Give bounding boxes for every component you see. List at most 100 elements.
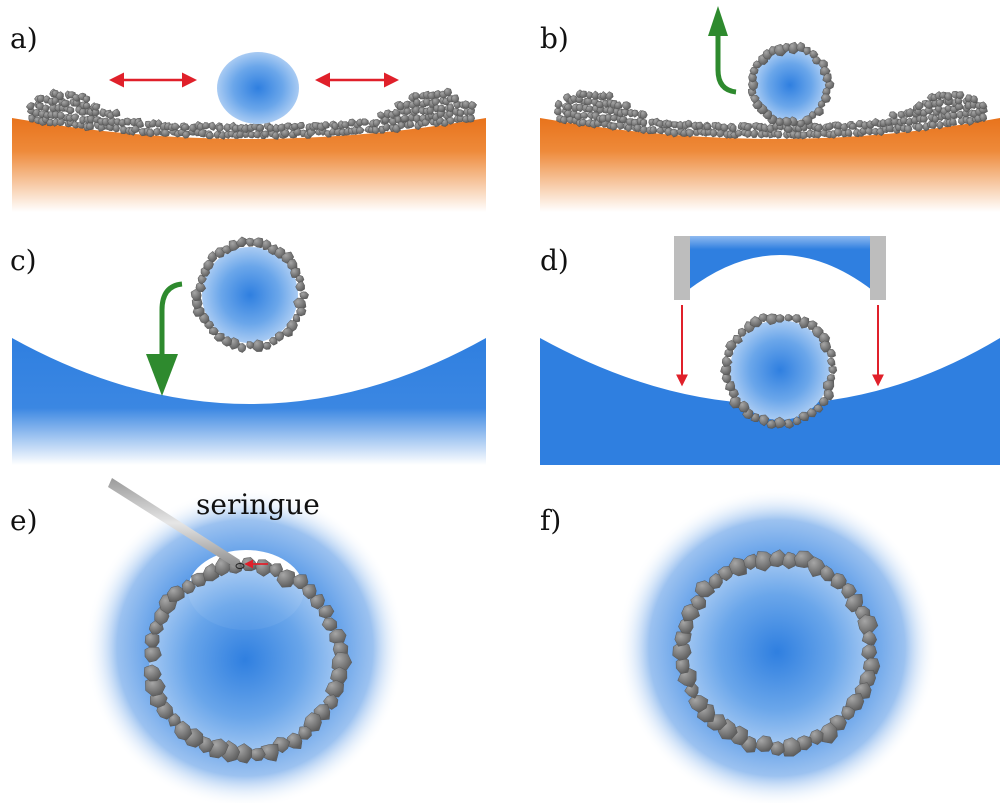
grain [433, 90, 442, 99]
grain [813, 106, 824, 117]
grain [761, 123, 769, 133]
grain [844, 128, 853, 137]
grain [299, 291, 309, 300]
grain [888, 111, 898, 120]
grain [286, 732, 303, 749]
grain [446, 103, 455, 113]
grain [235, 236, 247, 248]
grain [407, 120, 415, 129]
grain [813, 404, 824, 413]
grain [884, 118, 893, 126]
grain [729, 123, 737, 133]
grain [655, 119, 665, 129]
panel-e: e) seringue [10, 478, 405, 803]
grain [321, 617, 338, 632]
grain [828, 366, 838, 374]
grain [329, 629, 347, 645]
grain [819, 722, 838, 744]
grain [135, 119, 144, 128]
grain [955, 91, 965, 99]
grain [639, 110, 648, 120]
grain [904, 124, 913, 134]
grain [758, 414, 770, 427]
grain [766, 419, 777, 429]
grain [822, 73, 832, 83]
grain [750, 94, 760, 104]
grain [775, 314, 785, 323]
grain [443, 87, 453, 97]
grain [775, 117, 784, 127]
grain [56, 117, 65, 127]
grain [827, 357, 836, 367]
grain [261, 130, 270, 138]
grain [695, 121, 704, 130]
grain [446, 116, 456, 125]
grain [412, 92, 421, 100]
panel-a-label: a) [10, 22, 38, 55]
grain [321, 121, 330, 129]
grain [848, 122, 857, 130]
panel-b-label: b) [540, 22, 569, 55]
grain [146, 128, 155, 138]
grain [256, 123, 265, 132]
grain [774, 130, 783, 139]
grain [318, 605, 335, 619]
grain [207, 250, 218, 263]
liquid-drop [730, 320, 830, 420]
grain [949, 117, 957, 126]
grain-shell [748, 41, 835, 128]
grain [803, 46, 811, 56]
grain [690, 595, 707, 611]
grain [277, 123, 286, 132]
grain [750, 129, 758, 138]
grain [437, 104, 446, 112]
grain [585, 105, 594, 113]
grain [732, 335, 743, 344]
grain-layer [25, 87, 478, 140]
grain [372, 119, 381, 128]
grain [709, 128, 718, 138]
grain [841, 706, 856, 721]
grain [905, 107, 915, 118]
grain [82, 102, 91, 110]
grain [290, 267, 301, 278]
grain [253, 130, 262, 139]
grain [784, 314, 793, 322]
grain [563, 103, 573, 111]
grain [144, 646, 162, 663]
grain [431, 97, 440, 107]
grain [605, 91, 614, 101]
liquid-drop [149, 564, 341, 756]
grain [112, 124, 120, 133]
grain [396, 101, 405, 111]
grain [268, 337, 278, 346]
grain [792, 416, 802, 426]
grain [621, 101, 631, 111]
grain [703, 122, 712, 131]
grain [237, 343, 247, 353]
grain [554, 107, 562, 116]
grain [823, 389, 834, 401]
grain [41, 104, 50, 113]
grain [144, 632, 160, 648]
panel-f: f) [540, 488, 937, 803]
grain [817, 100, 826, 109]
grain [864, 127, 874, 136]
grain [672, 641, 692, 661]
grain-shell [720, 313, 838, 429]
grain [195, 281, 207, 293]
grain [168, 713, 181, 727]
grain [720, 123, 729, 132]
grain [330, 666, 348, 685]
liquid-drop [681, 556, 873, 748]
grain [554, 99, 563, 109]
grain [721, 355, 733, 367]
grain [914, 122, 924, 132]
grain [55, 91, 64, 101]
liquid-bath [12, 338, 486, 465]
grain [413, 98, 421, 107]
grain [281, 327, 293, 338]
grain [978, 101, 988, 110]
grain [161, 129, 171, 137]
